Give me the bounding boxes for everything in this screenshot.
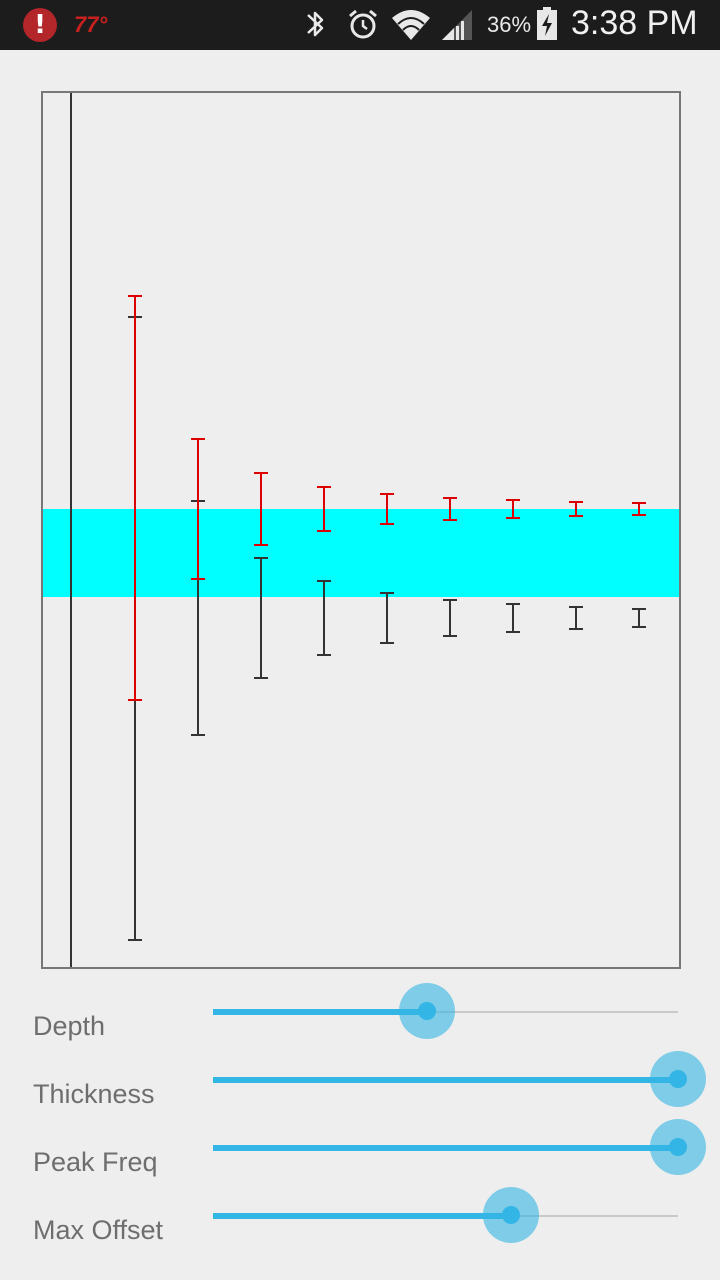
thickness-slider-thumb-dot: [669, 1070, 687, 1088]
max-offset-slider-thumb-dot: [501, 1206, 520, 1224]
thickness-label: Thickness: [33, 1079, 155, 1109]
depth-label: Depth: [33, 1011, 106, 1041]
thickness-slider-thumb[interactable]: [650, 1051, 706, 1107]
depth-slider-thumb-dot: [417, 1002, 436, 1020]
peak-freq-slider-thumb-dot: [669, 1138, 687, 1156]
wifi-icon: [392, 10, 430, 40]
thickness-slider[interactable]: [213, 1051, 706, 1107]
depth-slider-fill: [213, 1009, 427, 1015]
peak-freq-slider-row: Peak Freq: [0, 1117, 720, 1177]
peak-freq-label: Peak Freq: [33, 1147, 158, 1177]
clock: 3:38 PM: [571, 4, 698, 42]
max-offset-slider-fill: [213, 1213, 511, 1219]
interference-plot: [41, 91, 681, 969]
bluetooth-icon: [307, 11, 324, 37]
depth-slider-row: Depth: [0, 981, 720, 1041]
plot-canvas: [43, 93, 679, 967]
max-offset-slider-thumb[interactable]: [482, 1187, 539, 1243]
battery-percentage: 36%: [487, 12, 532, 37]
battery-charging-icon: [537, 7, 557, 40]
temperature-notification: 77°: [74, 12, 108, 37]
max-offset-slider[interactable]: [213, 1187, 678, 1243]
max-offset-slider-row: Max Offset: [0, 1185, 720, 1245]
depth-slider[interactable]: [213, 983, 678, 1039]
status-bar: ! 77° 36% 3:38 PM: [0, 0, 720, 50]
max-offset-label: Max Offset: [33, 1215, 164, 1245]
cyan-band: [43, 509, 679, 597]
alert-icon[interactable]: !: [23, 8, 57, 42]
thickness-slider-fill: [213, 1077, 678, 1083]
peak-freq-slider-thumb[interactable]: [650, 1119, 706, 1175]
peak-freq-slider[interactable]: [213, 1119, 706, 1175]
thickness-slider-row: Thickness: [0, 1049, 720, 1109]
signal-icon: [442, 10, 472, 40]
peak-freq-slider-fill: [213, 1145, 678, 1151]
depth-slider-thumb[interactable]: [398, 983, 455, 1039]
alarm-icon: [349, 9, 377, 39]
